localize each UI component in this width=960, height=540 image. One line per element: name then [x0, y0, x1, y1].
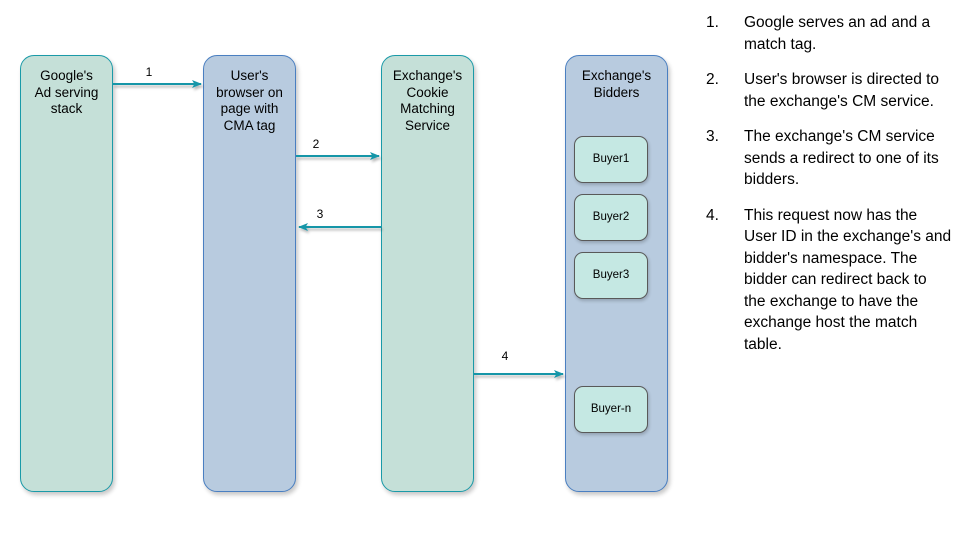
step-number: 4. — [706, 206, 719, 224]
step-number: 2. — [706, 71, 719, 88]
step-text: User's browser is directed to the exchan… — [744, 71, 940, 110]
node-label: Exchange's Cookie Matching Service — [392, 68, 463, 133]
step-text: Google serves an ad and a match tag. — [744, 14, 931, 53]
step-item-4: 4. This request now has the User ID in t… — [706, 205, 952, 356]
step-text: This request now has the User ID in the … — [744, 206, 952, 353]
step-item-1: 1. Google serves an ad and a match tag. — [706, 12, 952, 55]
arrow-2-label: 2 — [312, 137, 320, 151]
bidder-label: Buyer2 — [592, 211, 630, 223]
node-user-browser[interactable]: User's browser on page with CMA tag — [203, 55, 296, 492]
bidder-buyer2[interactable]: Buyer2 — [574, 194, 648, 241]
bidder-buyer3[interactable]: Buyer3 — [574, 252, 648, 299]
bidder-label: Buyer3 — [592, 269, 630, 281]
step-text: The exchange's CM service sends a redire… — [744, 128, 939, 188]
node-label: Google's Ad serving stack — [34, 68, 99, 116]
step-item-3: 3. The exchange's CM service sends a red… — [706, 126, 952, 191]
step-number: 1. — [706, 14, 719, 31]
node-google-ad-serving-stack[interactable]: Google's Ad serving stack — [20, 55, 113, 492]
step-number: 3. — [706, 128, 719, 145]
bidder-label: Buyer1 — [592, 153, 630, 165]
arrow-1-label: 1 — [145, 65, 153, 79]
node-label: User's browser on page with CMA tag — [216, 68, 283, 133]
bidder-label: Buyer-n — [590, 403, 632, 415]
bidder-buyer1[interactable]: Buyer1 — [574, 136, 648, 183]
node-label: Exchange's Bidders — [581, 68, 652, 100]
arrow-3-label: 3 — [316, 207, 324, 221]
steps-list: 1. Google serves an ad and a match tag. … — [706, 12, 952, 369]
arrow-4-label: 4 — [501, 349, 509, 363]
bidder-buyer-n[interactable]: Buyer-n — [574, 386, 648, 433]
node-exchange-cookie-matching-service[interactable]: Exchange's Cookie Matching Service — [381, 55, 474, 492]
step-item-2: 2. User's browser is directed to the exc… — [706, 69, 952, 112]
